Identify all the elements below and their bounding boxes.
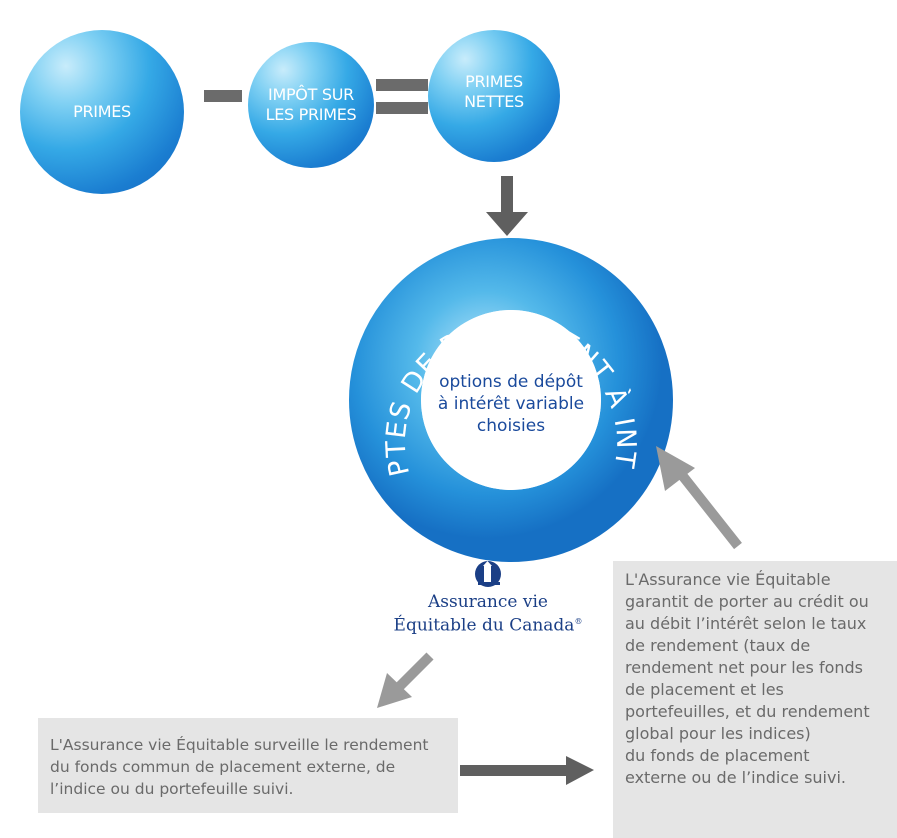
ring-center-text: options de dépôt à intérêt variable choi…: [437, 372, 585, 436]
circle-tax-on-premiums: IMPÔT SUR LES PRIMES: [248, 42, 374, 168]
logo-registered-mark: ®: [574, 617, 583, 626]
equals-sign-top: [376, 79, 428, 91]
logo-line-1: Assurance vie: [428, 592, 548, 612]
down-left-arrow: [377, 652, 434, 708]
circle-net-premiums: PRIMES NETTES: [428, 30, 560, 162]
lighthouse-icon: [475, 561, 501, 587]
circle-primes: PRIMES: [20, 30, 184, 194]
logo-line-2: Équitable du Canada®: [378, 611, 598, 637]
down-arrow: [486, 176, 528, 236]
up-left-arrow: [656, 446, 742, 550]
note-right: L'Assurance vie Équitable garantit de po…: [613, 561, 897, 838]
logo-line-2-text: Équitable du Canada: [393, 615, 575, 636]
investment-accounts-ring: [349, 238, 673, 562]
equals-sign-bottom: [376, 102, 428, 114]
minus-sign: [204, 90, 242, 102]
right-arrow: [460, 756, 594, 785]
note-bottom-left: L'Assurance vie Équitable surveille le r…: [38, 718, 458, 813]
